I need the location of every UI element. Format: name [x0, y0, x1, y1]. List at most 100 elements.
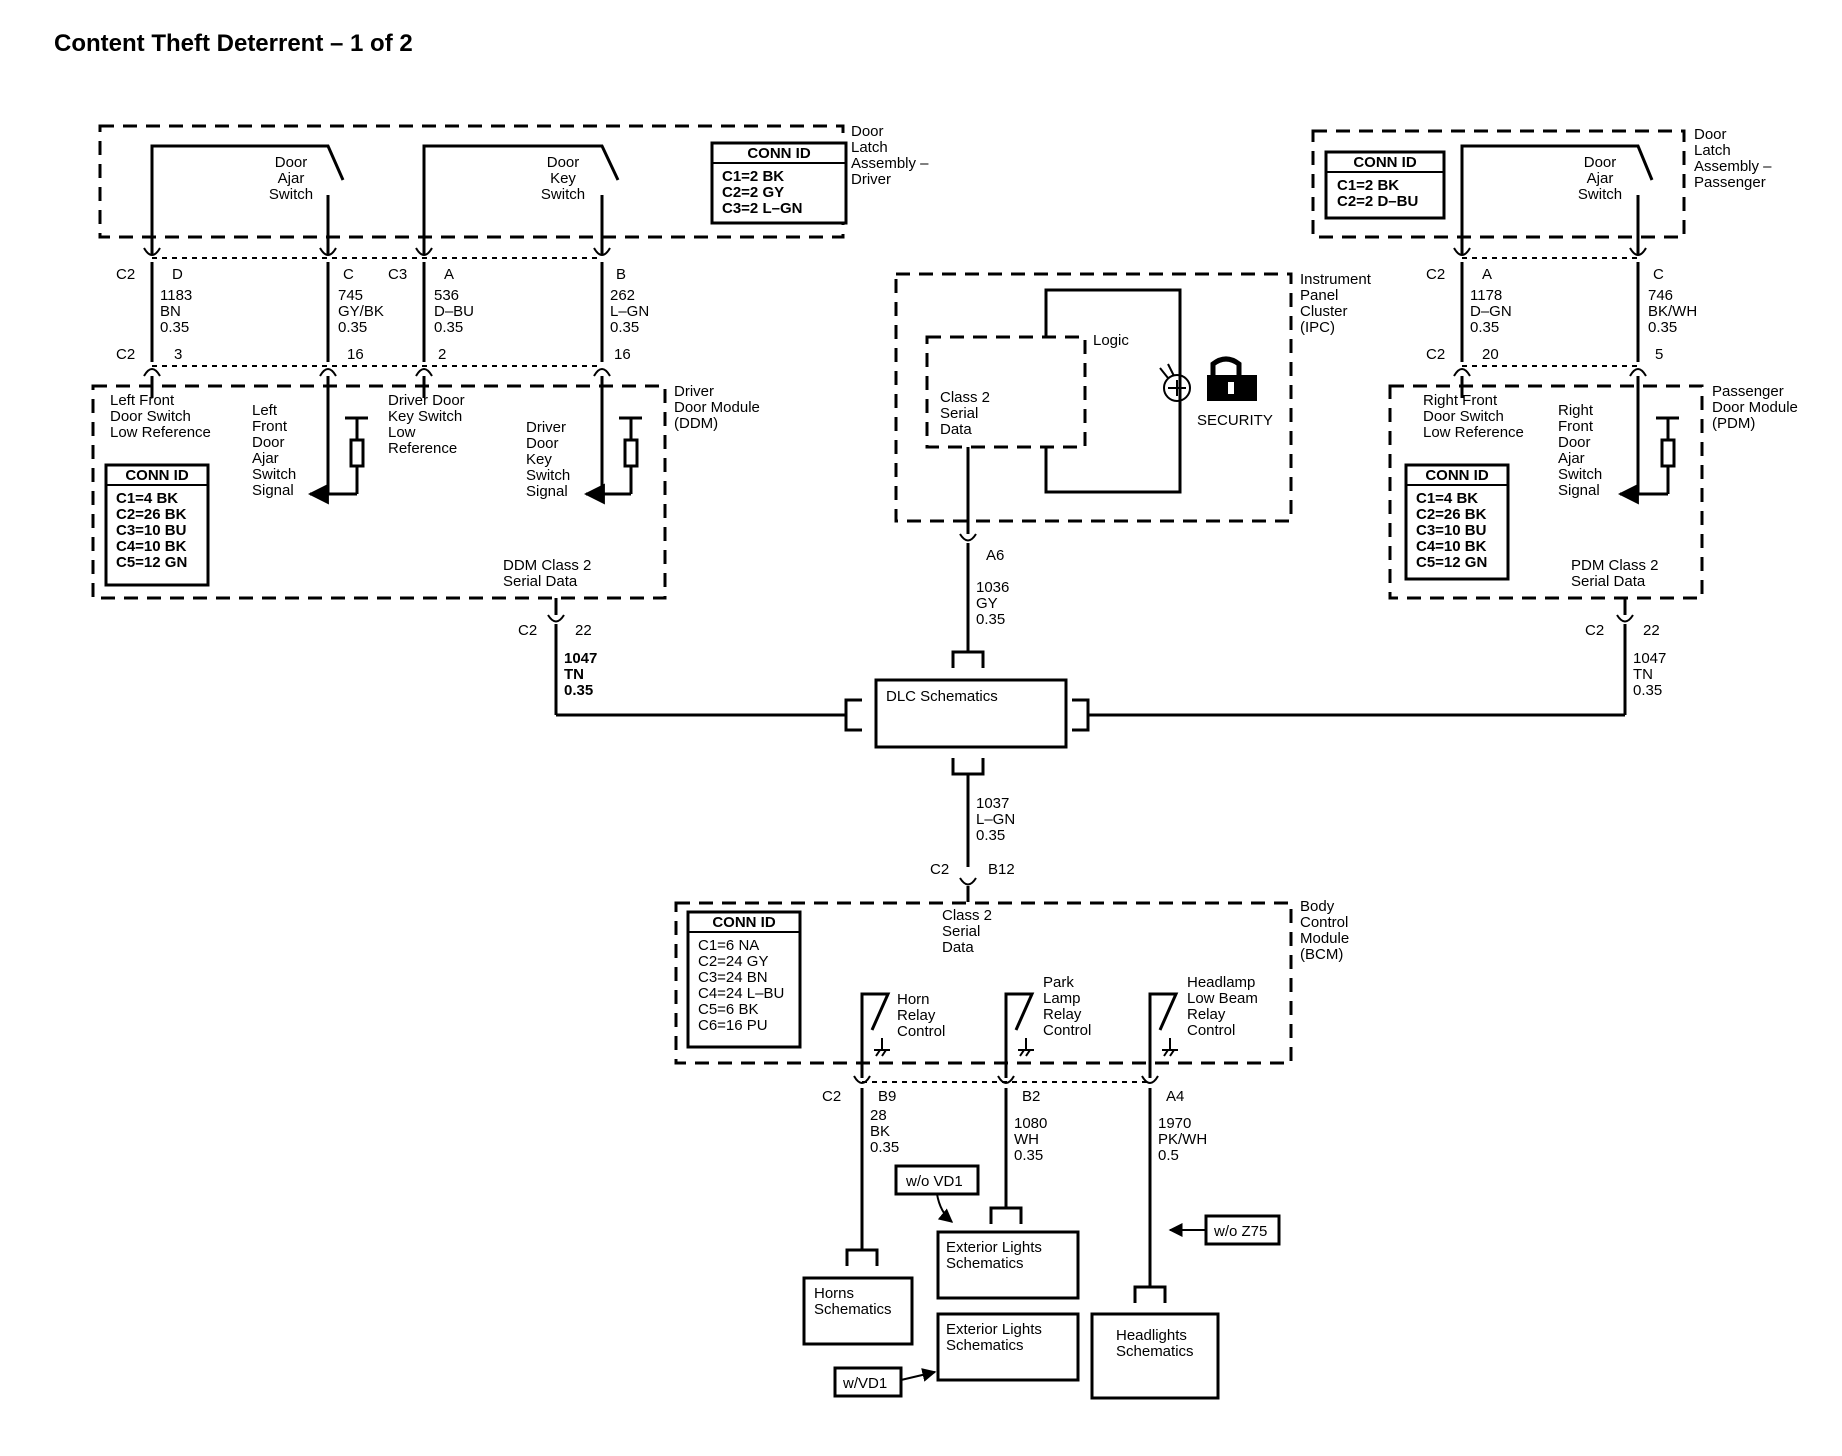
option-wo-vd1: w/o VD1 [894, 1164, 980, 1223]
conn-id-title: CONN ID [747, 145, 811, 162]
label-line: C3=10 BU [1416, 522, 1486, 539]
label-line: Headlamp [1187, 974, 1255, 991]
option-wo-z75: w/o Z75 [1168, 1214, 1281, 1246]
label-line: Exterior Lights [946, 1239, 1042, 1256]
label-line: Ajar [1558, 450, 1585, 467]
label-line: 0.35 [564, 682, 593, 699]
conn-id-bcm [686, 910, 802, 1049]
svg-text:C2: C2 [1426, 266, 1445, 283]
svg-text:C2: C2 [518, 622, 537, 639]
label-line: Ajar [252, 450, 279, 467]
label-line: 1080 [1014, 1115, 1047, 1132]
label-line: C1=6 NA [698, 937, 759, 954]
label-line: Switch [541, 186, 585, 203]
label-line: (BCM) [1300, 946, 1343, 963]
svg-text:CONN ID: CONN ID [1353, 154, 1417, 171]
svg-text:CONN ID: CONN ID [125, 467, 189, 484]
label-line: Front [252, 418, 288, 435]
label-line: Reference [388, 440, 457, 457]
label-line: Module [1300, 930, 1349, 947]
svg-text:C: C [343, 266, 354, 283]
label-line: Ajar [1587, 170, 1614, 187]
label-line: TN [564, 666, 584, 683]
label-line: Switch [1558, 466, 1602, 483]
label-line: Key Switch [388, 408, 462, 425]
label-line: GY [976, 595, 998, 612]
label-line: Serial [942, 923, 980, 940]
label-line: TN [1633, 666, 1653, 683]
label-line: Door [851, 123, 884, 140]
svg-text:SECURITY: SECURITY [1197, 412, 1273, 429]
svg-text:w/o VD1: w/o VD1 [905, 1173, 963, 1190]
svg-text:C2: C2 [930, 861, 949, 878]
label-line: Exterior Lights [946, 1321, 1042, 1338]
label-line: (PDM) [1712, 415, 1755, 432]
svg-text:5: 5 [1655, 346, 1663, 363]
label-line: 0.35 [434, 319, 463, 336]
label-line: C6=16 PU [698, 1017, 768, 1034]
label-line: Door Module [1712, 399, 1798, 416]
svg-text:22: 22 [575, 622, 592, 639]
label-line: 0.35 [610, 319, 639, 336]
svg-text:2: 2 [438, 346, 446, 363]
label-line: C3=2 L–GN [722, 200, 802, 217]
label-line: Control [1187, 1022, 1235, 1039]
label-line: GY/BK [338, 303, 384, 320]
label-line: Door [1694, 126, 1727, 143]
label-line: C2=2 GY [722, 184, 784, 201]
label-line: Schematics [814, 1301, 892, 1318]
label-line: 0.35 [1648, 319, 1677, 336]
svg-text:A: A [1482, 266, 1492, 283]
label-line: Schematics [946, 1337, 1024, 1354]
label-line: L–GN [976, 811, 1015, 828]
svg-text:CONN ID: CONN ID [1425, 467, 1489, 484]
label-line: Passenger [1694, 174, 1766, 191]
label-line: Horn [897, 991, 930, 1008]
label-line: Right [1558, 402, 1594, 419]
label-line: 0.5 [1158, 1147, 1179, 1164]
label-line: Park [1043, 974, 1074, 991]
label-line: Relay [897, 1007, 936, 1024]
label-line: C1=2 BK [1337, 177, 1399, 194]
label-line: C1=4 BK [1416, 490, 1478, 507]
svg-text:20: 20 [1482, 346, 1499, 363]
svg-text:B12: B12 [988, 861, 1015, 878]
label-line: 0.35 [976, 611, 1005, 628]
label-line: Latch [851, 139, 888, 156]
label-line: Lamp [1043, 990, 1081, 1007]
label-line: Switch [269, 186, 313, 203]
label-line: Ajar [278, 170, 305, 187]
label-line: 0.35 [1014, 1147, 1043, 1164]
label-line: Key [526, 451, 552, 468]
label-line: Switch [1578, 186, 1622, 203]
label-line: BK [870, 1123, 890, 1140]
label-line: Driver [674, 383, 714, 400]
label-line: Panel [1300, 287, 1338, 304]
label-line: Assembly – [851, 155, 929, 172]
label-line: 0.35 [976, 827, 1005, 844]
svg-text:C2: C2 [822, 1088, 841, 1105]
svg-text:C2: C2 [1585, 622, 1604, 639]
svg-text:B: B [616, 266, 626, 283]
label-line: 0.35 [1633, 682, 1662, 699]
label-line: Serial Data [1571, 573, 1646, 590]
